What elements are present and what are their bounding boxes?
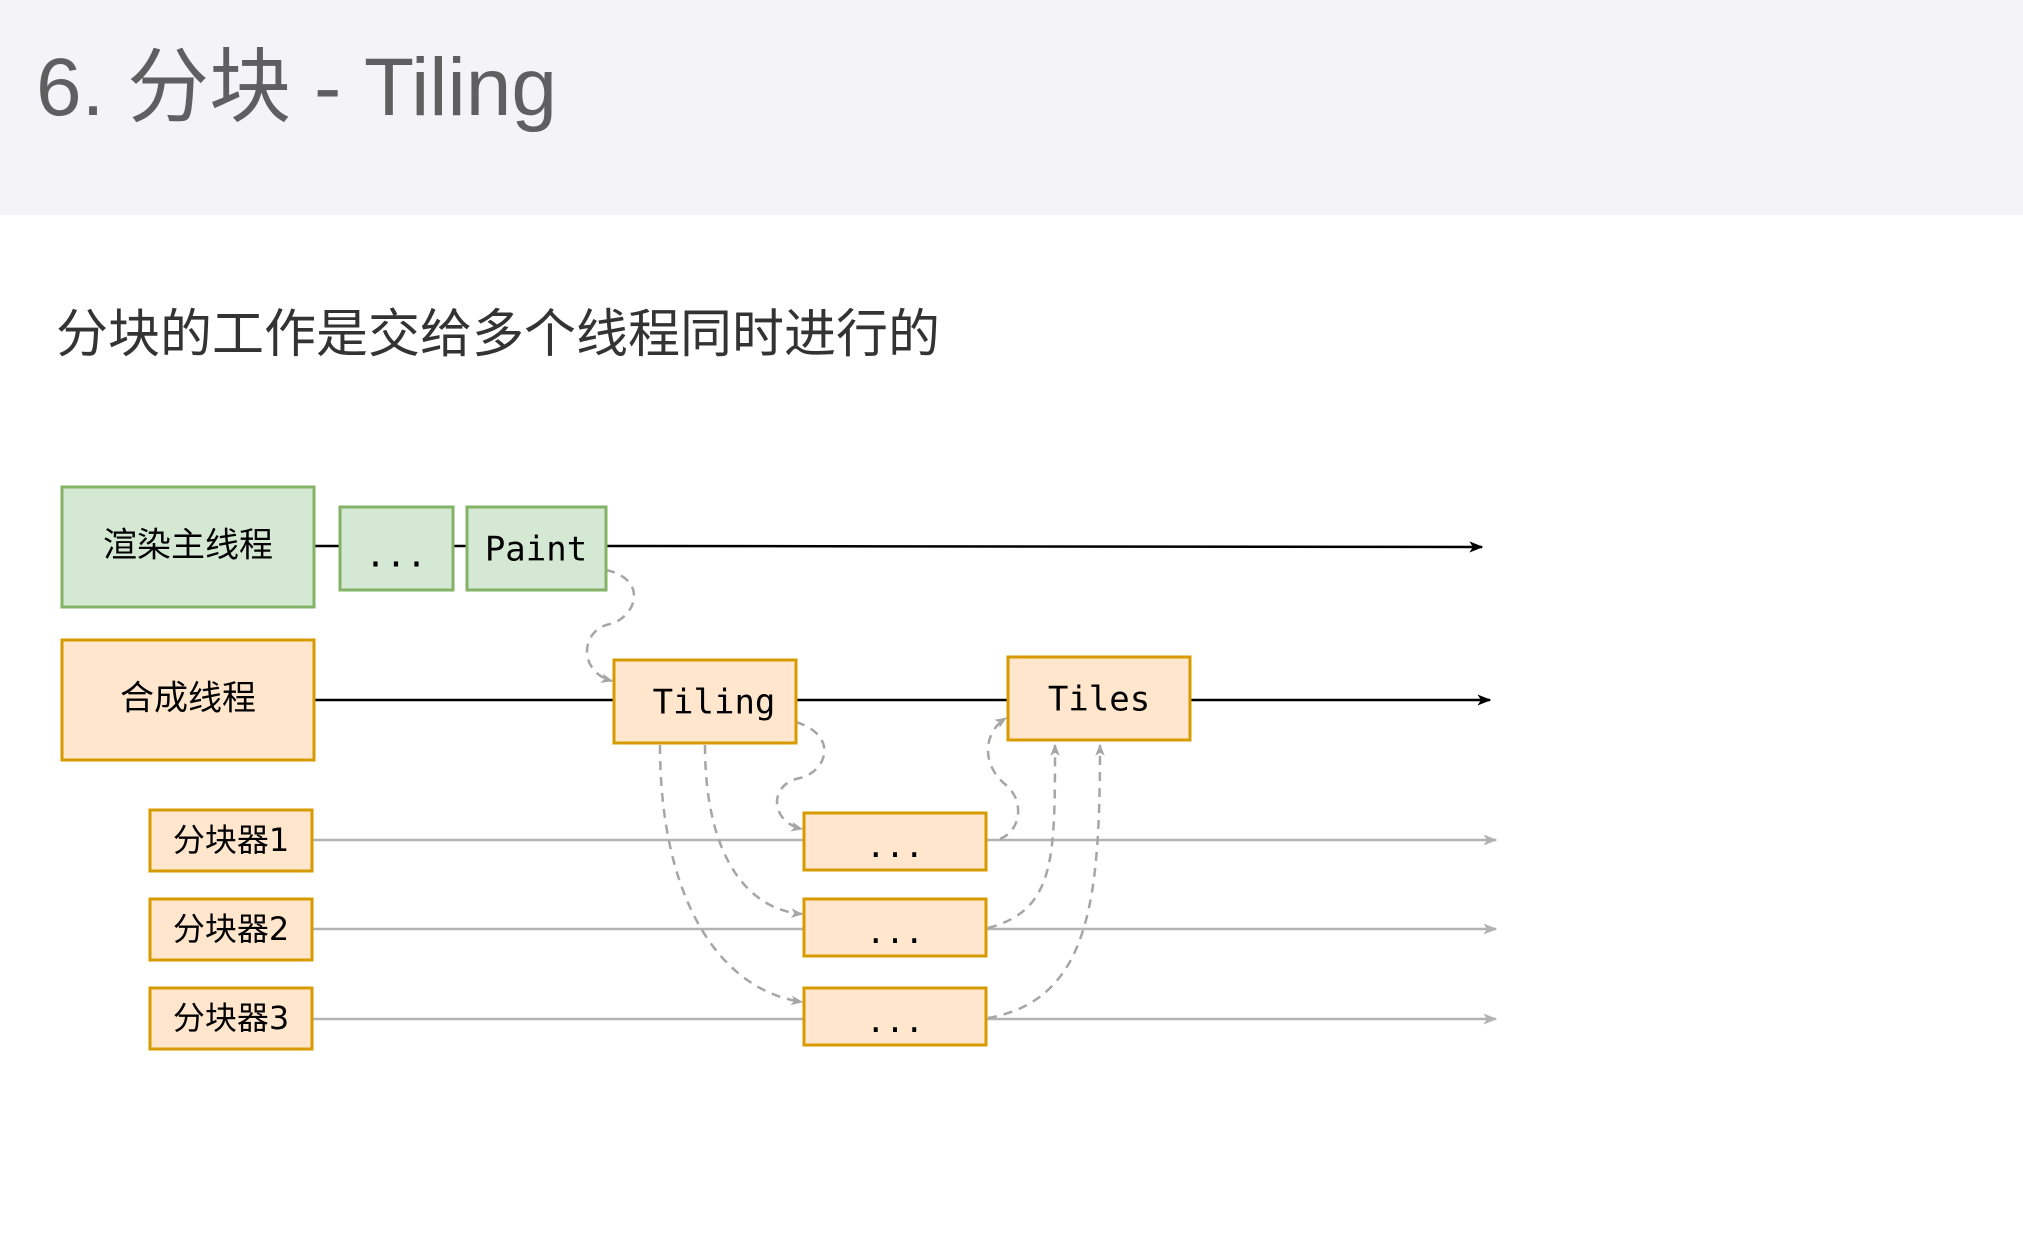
tiler1-box	[148, 808, 314, 873]
tiler3-box	[148, 986, 314, 1051]
paint-label: Paint	[485, 530, 587, 570]
tiling-to-task2-arrow	[703, 744, 804, 918]
tiler2-task-box	[802, 897, 988, 958]
page-title: 6. 分块 - Tiling	[36, 42, 557, 133]
tiler3-task-box	[802, 986, 988, 1047]
task1-to-tiles-arrow	[986, 716, 1020, 841]
tiler1-label: 分块器1	[173, 821, 289, 859]
tiler2-task-label: ...	[866, 913, 924, 951]
compositor-thread-label: 合成线程	[120, 679, 256, 719]
tiler2-box	[148, 897, 314, 962]
main-thread-label: 渲染主线程	[103, 526, 273, 566]
tiler1-task-box	[802, 811, 988, 872]
task2-to-tiles-arrow	[987, 743, 1060, 930]
paint-box	[465, 505, 608, 592]
dashed-connectors	[585, 568, 1105, 1020]
tiles-label: Tiles	[1048, 680, 1150, 720]
page-subtitle: 分块的工作是交给多个线程同时进行的	[56, 305, 941, 365]
tiler1-task-label: ...	[866, 827, 924, 865]
tiles-box	[1006, 655, 1192, 742]
header-bar: 6. 分块 - Tiling	[0, 0, 2023, 215]
tiling-to-task3-arrow	[658, 744, 804, 1006]
compositor-thread-box	[60, 638, 316, 762]
main-thread-timeline	[314, 541, 1484, 553]
paint-to-tiling-arrow	[585, 568, 636, 683]
main-thread-box	[60, 485, 316, 609]
tiler3-label: 分块器3	[173, 999, 289, 1037]
tiler-lanes: 分块器1 ... 分块器2 ... 分块器3 ...	[148, 808, 988, 1051]
tiling-box	[612, 658, 798, 745]
main-step-ellipsis-label: ...	[365, 536, 426, 576]
main-step-ellipsis-box	[338, 505, 455, 592]
main-thread-lane: 渲染主线程 ... Paint	[60, 485, 608, 609]
tiler2-label: 分块器2	[173, 910, 289, 948]
compositor-thread-lane: 合成线程 Tiling Tiles	[60, 638, 1192, 762]
task3-to-tiles-arrow	[987, 743, 1105, 1020]
tiler3-task-label: ...	[866, 1002, 924, 1040]
tiling-to-task1-arrow	[775, 720, 826, 832]
tiling-label: Tiling	[653, 683, 776, 723]
